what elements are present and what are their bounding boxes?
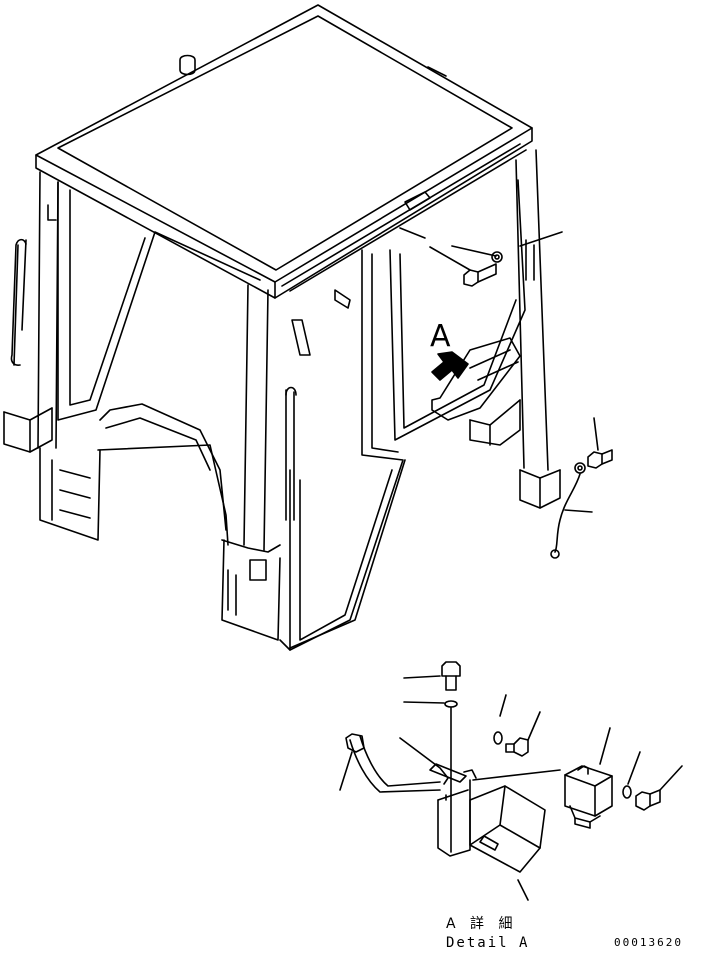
detail-caption-japanese: A 詳 細 bbox=[446, 916, 518, 932]
detail-a-marker: A bbox=[430, 319, 451, 354]
detail-arrow bbox=[431, 351, 469, 381]
detail-a-assembly bbox=[339, 661, 683, 901]
cab-roof bbox=[35, 4, 533, 299]
upper-hardware bbox=[399, 227, 613, 559]
drawing-code: 00013620 bbox=[614, 936, 683, 949]
mount-plate-ribs bbox=[469, 349, 519, 381]
cab-frame bbox=[3, 149, 561, 651]
mount-plate bbox=[431, 337, 521, 421]
detail-caption-english: Detail A bbox=[446, 935, 530, 951]
